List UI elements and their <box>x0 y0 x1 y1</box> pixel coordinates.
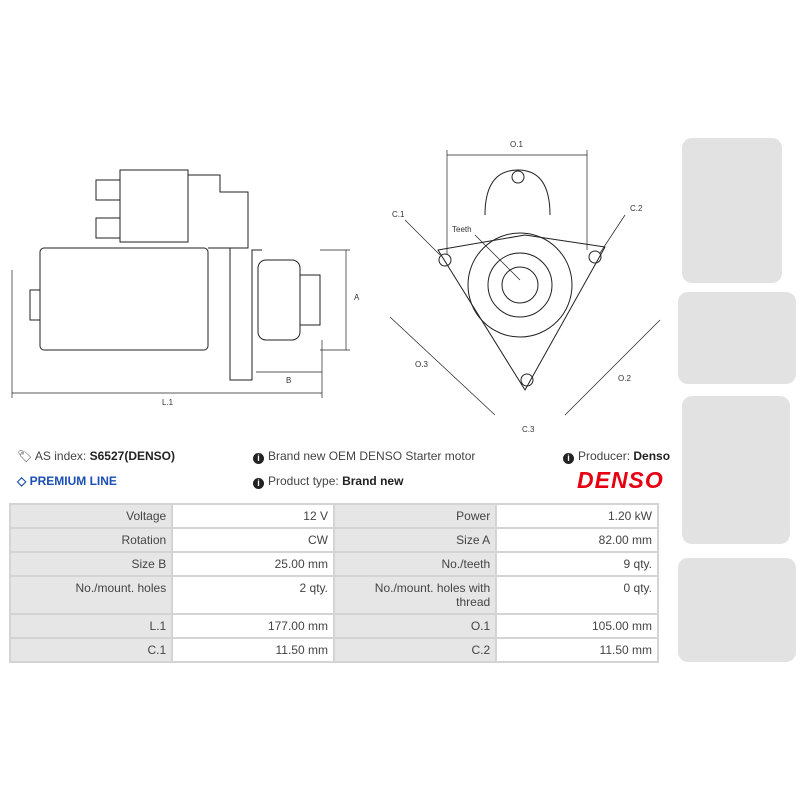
spec-label: No./mount. holes with thread <box>332 575 498 615</box>
teeth-label: Teeth <box>452 225 472 234</box>
spec-label: C.2 <box>332 637 498 663</box>
spec-label: Power <box>332 503 498 529</box>
spec-value: 177.00 mm <box>171 613 335 639</box>
spec-value: 2 qty. <box>171 575 335 615</box>
product-photo-angle[interactable] <box>678 558 796 662</box>
info-icon: i <box>563 453 574 464</box>
product-photo-rear[interactable] <box>682 396 790 544</box>
product-photo-side[interactable] <box>678 292 796 384</box>
spec-label: L.1 <box>8 613 174 639</box>
spec-value: 25.00 mm <box>171 551 335 577</box>
dim-c1-label: C.1 <box>392 210 405 219</box>
spec-label: Size B <box>8 551 174 577</box>
dim-c3-label: C.3 <box>522 425 535 434</box>
spec-label: No./mount. holes <box>8 575 174 615</box>
dim-o3-label: O.3 <box>415 360 428 369</box>
dim-b-label: B <box>286 376 291 385</box>
diamond-icon: ◇ <box>17 474 27 488</box>
spec-label: Voltage <box>8 503 174 529</box>
dim-a-label: A <box>354 293 360 302</box>
spec-label: Size A <box>332 527 498 553</box>
spec-label: C.1 <box>8 637 174 663</box>
spec-value: CW <box>171 527 335 553</box>
dim-c2-label: C.2 <box>630 204 643 213</box>
spec-label: O.1 <box>332 613 498 639</box>
spec-value: 9 qty. <box>495 551 659 577</box>
side-view-diagram: A B L.1 <box>11 169 360 407</box>
spec-value: 11.50 mm <box>495 637 659 663</box>
front-view-diagram: O.1 C.1 C.2 Teeth O.3 O.2 C.3 <box>389 140 661 434</box>
info-icon: i <box>253 453 264 464</box>
info-icon: i <box>253 478 264 489</box>
product-photo-front[interactable] <box>682 138 782 283</box>
spec-value: 0 qty. <box>495 575 659 615</box>
spec-value: 105.00 mm <box>495 613 659 639</box>
tags-icon: 🏷 <box>17 449 33 463</box>
dim-o2-label: O.2 <box>618 374 631 383</box>
premium-line-badge[interactable]: ◇ PREMIUM LINE <box>17 474 117 488</box>
as-index-value: S6527(DENSO) <box>89 449 175 463</box>
as-index: 🏷 AS index: S6527(DENSO) <box>17 449 175 463</box>
spec-value: 11.50 mm <box>171 637 335 663</box>
spec-label: No./teeth <box>332 551 498 577</box>
dim-o1-label: O.1 <box>510 140 523 149</box>
spec-value: 82.00 mm <box>495 527 659 553</box>
spec-label: Rotation <box>8 527 174 553</box>
spec-value: 1.20 kW <box>495 503 659 529</box>
spec-value: 12 V <box>171 503 335 529</box>
denso-logo: DENSO <box>577 467 664 493</box>
dim-l1-label: L.1 <box>162 398 174 407</box>
